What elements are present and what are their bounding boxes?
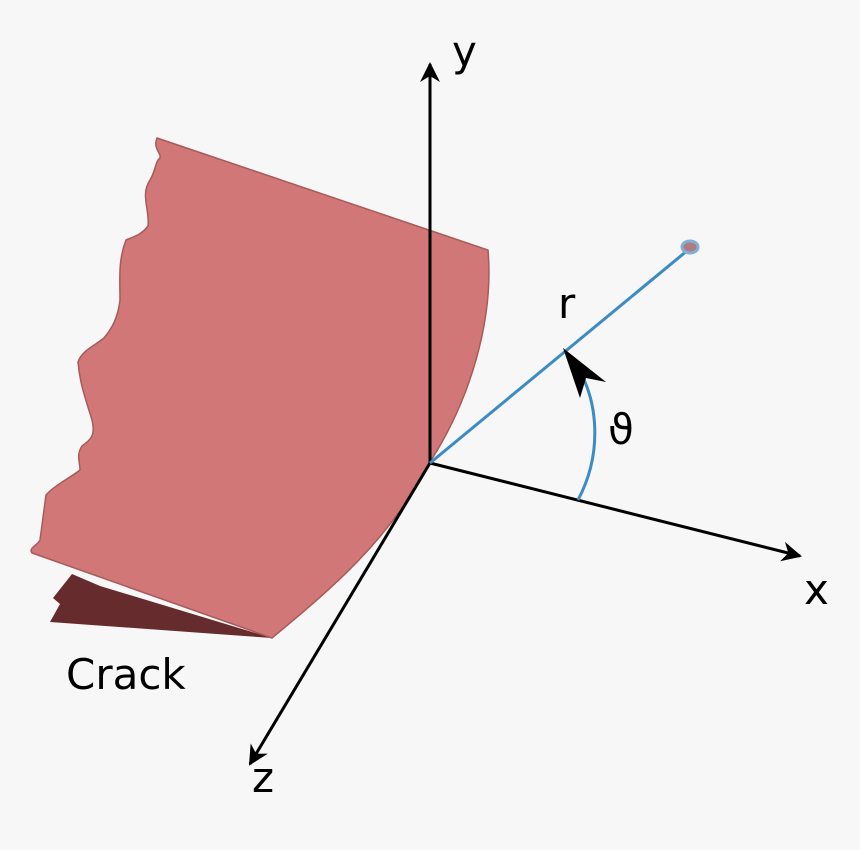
crack-label: Crack xyxy=(66,650,186,699)
z-axis xyxy=(248,462,432,766)
angle-label: ϑ xyxy=(608,405,634,454)
cracked-plate xyxy=(30,137,490,639)
radius-line xyxy=(429,248,689,465)
x-axis-label: x xyxy=(804,565,829,614)
crack-face xyxy=(50,574,272,638)
y-axis-label: y xyxy=(452,27,477,76)
angle-arrowhead xyxy=(563,348,606,398)
point-marker xyxy=(680,239,700,255)
x-axis xyxy=(429,461,802,562)
radius-label: r xyxy=(558,279,576,328)
z-axis-label: z xyxy=(252,753,274,802)
